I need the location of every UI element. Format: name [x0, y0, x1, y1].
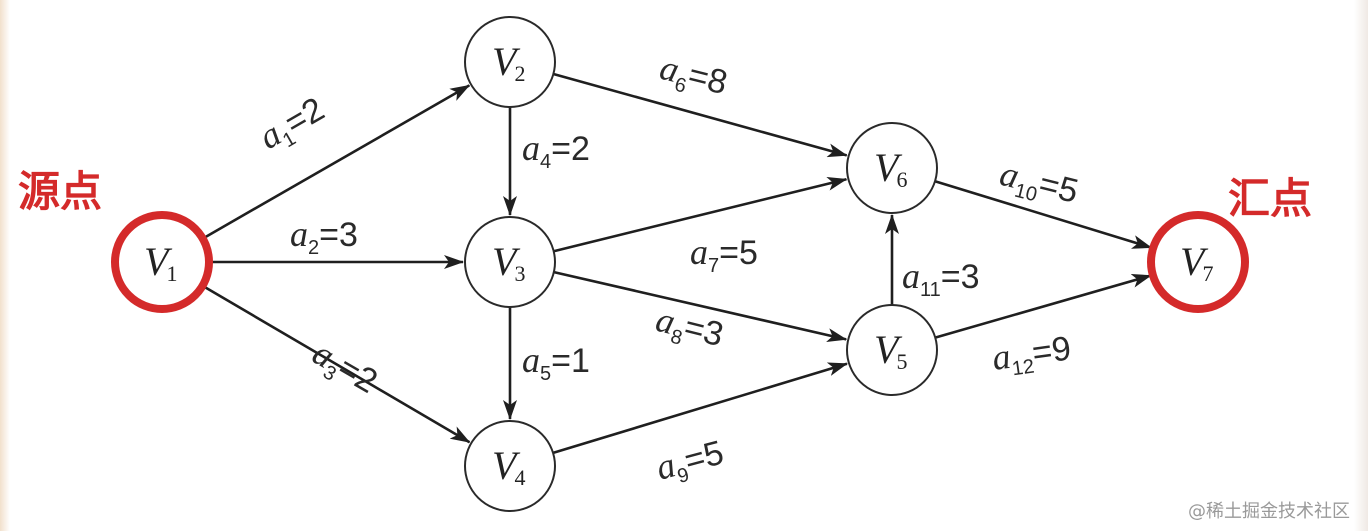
edge-label-weight: =2	[331, 349, 384, 401]
edge-label-a12: a12=9	[990, 327, 1075, 383]
edge-label-subscript: 10	[1012, 180, 1039, 207]
edge-arrow-v2-v6	[553, 72, 848, 158]
edge-label-subscript: 5	[540, 363, 551, 385]
node-subscript: 5	[896, 349, 907, 374]
node-v3: V3	[464, 216, 556, 308]
edge-arrow-v4-v5	[552, 362, 848, 455]
edge-label-subscript: 4	[540, 151, 551, 173]
node-v1: V1	[111, 211, 213, 313]
node-label-v5: V5	[874, 327, 907, 374]
node-circle-v1	[111, 211, 213, 313]
edge-arrow-v6-v7	[934, 179, 1153, 249]
edge-label-subscript: 6	[672, 74, 688, 98]
node-circle-v7	[1147, 211, 1249, 313]
watermark: @稀土掘金技术社区	[1188, 501, 1350, 522]
paper-edge-right	[1354, 0, 1368, 531]
node-v2: V2	[464, 16, 556, 108]
edge-label-a6: a6=8	[655, 47, 732, 107]
node-letter: V	[492, 443, 521, 488]
node-letter: V	[492, 239, 521, 284]
edge-label-subscript: 9	[675, 464, 691, 488]
edge-label-letter: a	[990, 336, 1013, 378]
node-letter: V	[1180, 239, 1209, 284]
edge-label-a5: a5=1	[522, 340, 590, 385]
node-subscript: 7	[1202, 261, 1213, 286]
source-tag: 源点	[18, 167, 102, 216]
edge-labels-layer: a1=2a2=3a3=2a4=2a5=1a6=8a7=5a8=3a9=5a10=…	[252, 47, 1083, 493]
node-subscript: 1	[166, 261, 177, 286]
edge-label-a7: a7=5	[690, 232, 758, 277]
node-label-v2: V2	[492, 39, 525, 86]
node-label-v7: V7	[1180, 239, 1213, 286]
edge-label-weight: =3	[941, 258, 980, 296]
node-subscript: 4	[514, 465, 525, 490]
node-v5: V5	[846, 304, 938, 396]
paper-edge-left	[0, 0, 10, 531]
node-letter: V	[874, 145, 903, 190]
edge-label-subscript: 7	[708, 255, 719, 277]
node-subscript: 3	[514, 261, 525, 286]
node-label-v6: V6	[874, 145, 907, 192]
edge-label-subscript: 2	[308, 237, 319, 259]
edge-label-a3: a3=2	[304, 332, 385, 405]
edge-label-letter: a	[522, 340, 540, 380]
node-label-v4: V4	[492, 443, 525, 490]
node-circle-v6	[846, 122, 938, 214]
node-v7: V7	[1147, 211, 1249, 313]
edge-label-subscript: 11	[920, 279, 941, 301]
edge-label-subscript: 8	[668, 326, 684, 350]
edge-label-weight: =8	[684, 56, 731, 102]
node-circle-v3	[464, 216, 556, 308]
edge-label-letter: a	[690, 232, 708, 272]
edge-label-letter: a	[522, 128, 540, 168]
edge-label-weight: =3	[680, 308, 727, 354]
node-letter: V	[492, 39, 521, 84]
edge-label-a2: a2=3	[290, 214, 358, 259]
edge-label-weight: =5	[1035, 165, 1082, 211]
edge-label-weight: =1	[551, 342, 590, 380]
edge-label-a9: a9=5	[652, 432, 729, 493]
edge-arrow-v5-v7	[934, 274, 1152, 339]
edge-label-weight: =3	[319, 216, 358, 254]
edge-label-a4: a4=2	[522, 128, 590, 173]
edge-label-subscript: 12	[1011, 355, 1036, 380]
edge-arrow-v1-v4	[201, 284, 471, 444]
node-subscript: 6	[896, 167, 907, 192]
node-v6: V6	[846, 122, 938, 214]
node-circle-v4	[464, 420, 556, 512]
sink-tag: 汇点	[1228, 174, 1312, 223]
edge-label-letter: a	[902, 256, 920, 296]
edge-label-a1: a1=2	[252, 88, 333, 161]
node-circle-v2	[464, 16, 556, 108]
edge-label-a11: a11=3	[902, 256, 980, 301]
node-label-v1: V1	[144, 239, 177, 286]
node-letter: V	[874, 327, 903, 372]
edge-arrow-v3-v6	[553, 176, 848, 253]
node-subscript: 2	[514, 61, 525, 86]
node-v4: V4	[464, 420, 556, 512]
edge-label-weight: =5	[680, 433, 727, 480]
node-circle-v5	[846, 304, 938, 396]
node-label-v3: V3	[492, 239, 525, 286]
edge-label-weight: =5	[719, 234, 758, 272]
edge-label-weight: =9	[1030, 329, 1074, 372]
edge-label-letter: a	[290, 214, 308, 254]
edge-label-weight: =2	[551, 130, 590, 168]
edge-arrow-v1-v2	[202, 84, 471, 240]
edges-layer	[201, 72, 1153, 455]
edge-label-a8: a8=3	[651, 299, 728, 359]
edge-arrow-v3-v5	[553, 270, 848, 342]
edge-label-a10: a10=5	[995, 153, 1083, 216]
node-letter: V	[144, 239, 173, 284]
